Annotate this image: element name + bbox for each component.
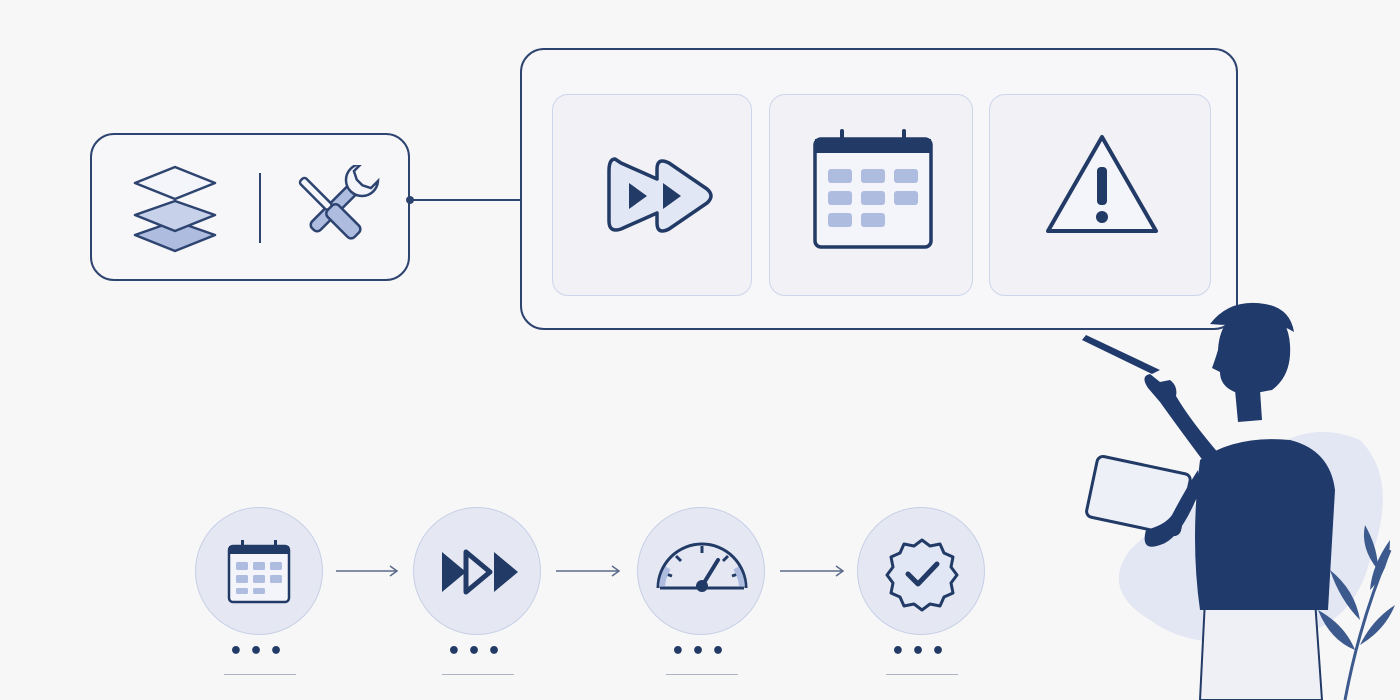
warning-icon bbox=[1046, 135, 1158, 233]
step-speed bbox=[637, 507, 765, 635]
tile-fast-forward bbox=[552, 94, 752, 296]
caption-underline bbox=[666, 674, 738, 675]
connector-dot bbox=[406, 196, 414, 204]
step-caption: ••• bbox=[890, 639, 952, 664]
step-caption: ••• bbox=[446, 639, 508, 664]
plant-icon bbox=[1318, 525, 1395, 700]
step-caption: ••• bbox=[228, 639, 290, 664]
calendar-icon bbox=[813, 129, 933, 249]
step-verified bbox=[857, 507, 985, 635]
speedometer-icon bbox=[656, 542, 748, 592]
step-calendar bbox=[195, 507, 323, 635]
caption-underline bbox=[224, 674, 296, 675]
wrench-screwdriver-icon bbox=[298, 165, 380, 240]
caption-underline bbox=[886, 674, 958, 675]
step-caption: ••• bbox=[670, 639, 732, 664]
fast-forward-icon bbox=[607, 157, 713, 233]
step-fast-forward bbox=[413, 507, 541, 635]
caption-underline bbox=[442, 674, 514, 675]
triple-play-icon bbox=[442, 549, 518, 595]
presenter-illustration bbox=[1082, 302, 1395, 700]
layers-icon bbox=[133, 165, 217, 253]
tile-warning bbox=[989, 94, 1211, 296]
feature-panel bbox=[520, 48, 1238, 330]
tools-card bbox=[90, 133, 410, 281]
connector-line bbox=[412, 199, 522, 201]
separator bbox=[259, 173, 261, 243]
calendar-icon bbox=[227, 540, 291, 604]
tile-calendar bbox=[769, 94, 973, 296]
verified-badge-icon bbox=[885, 538, 959, 612]
